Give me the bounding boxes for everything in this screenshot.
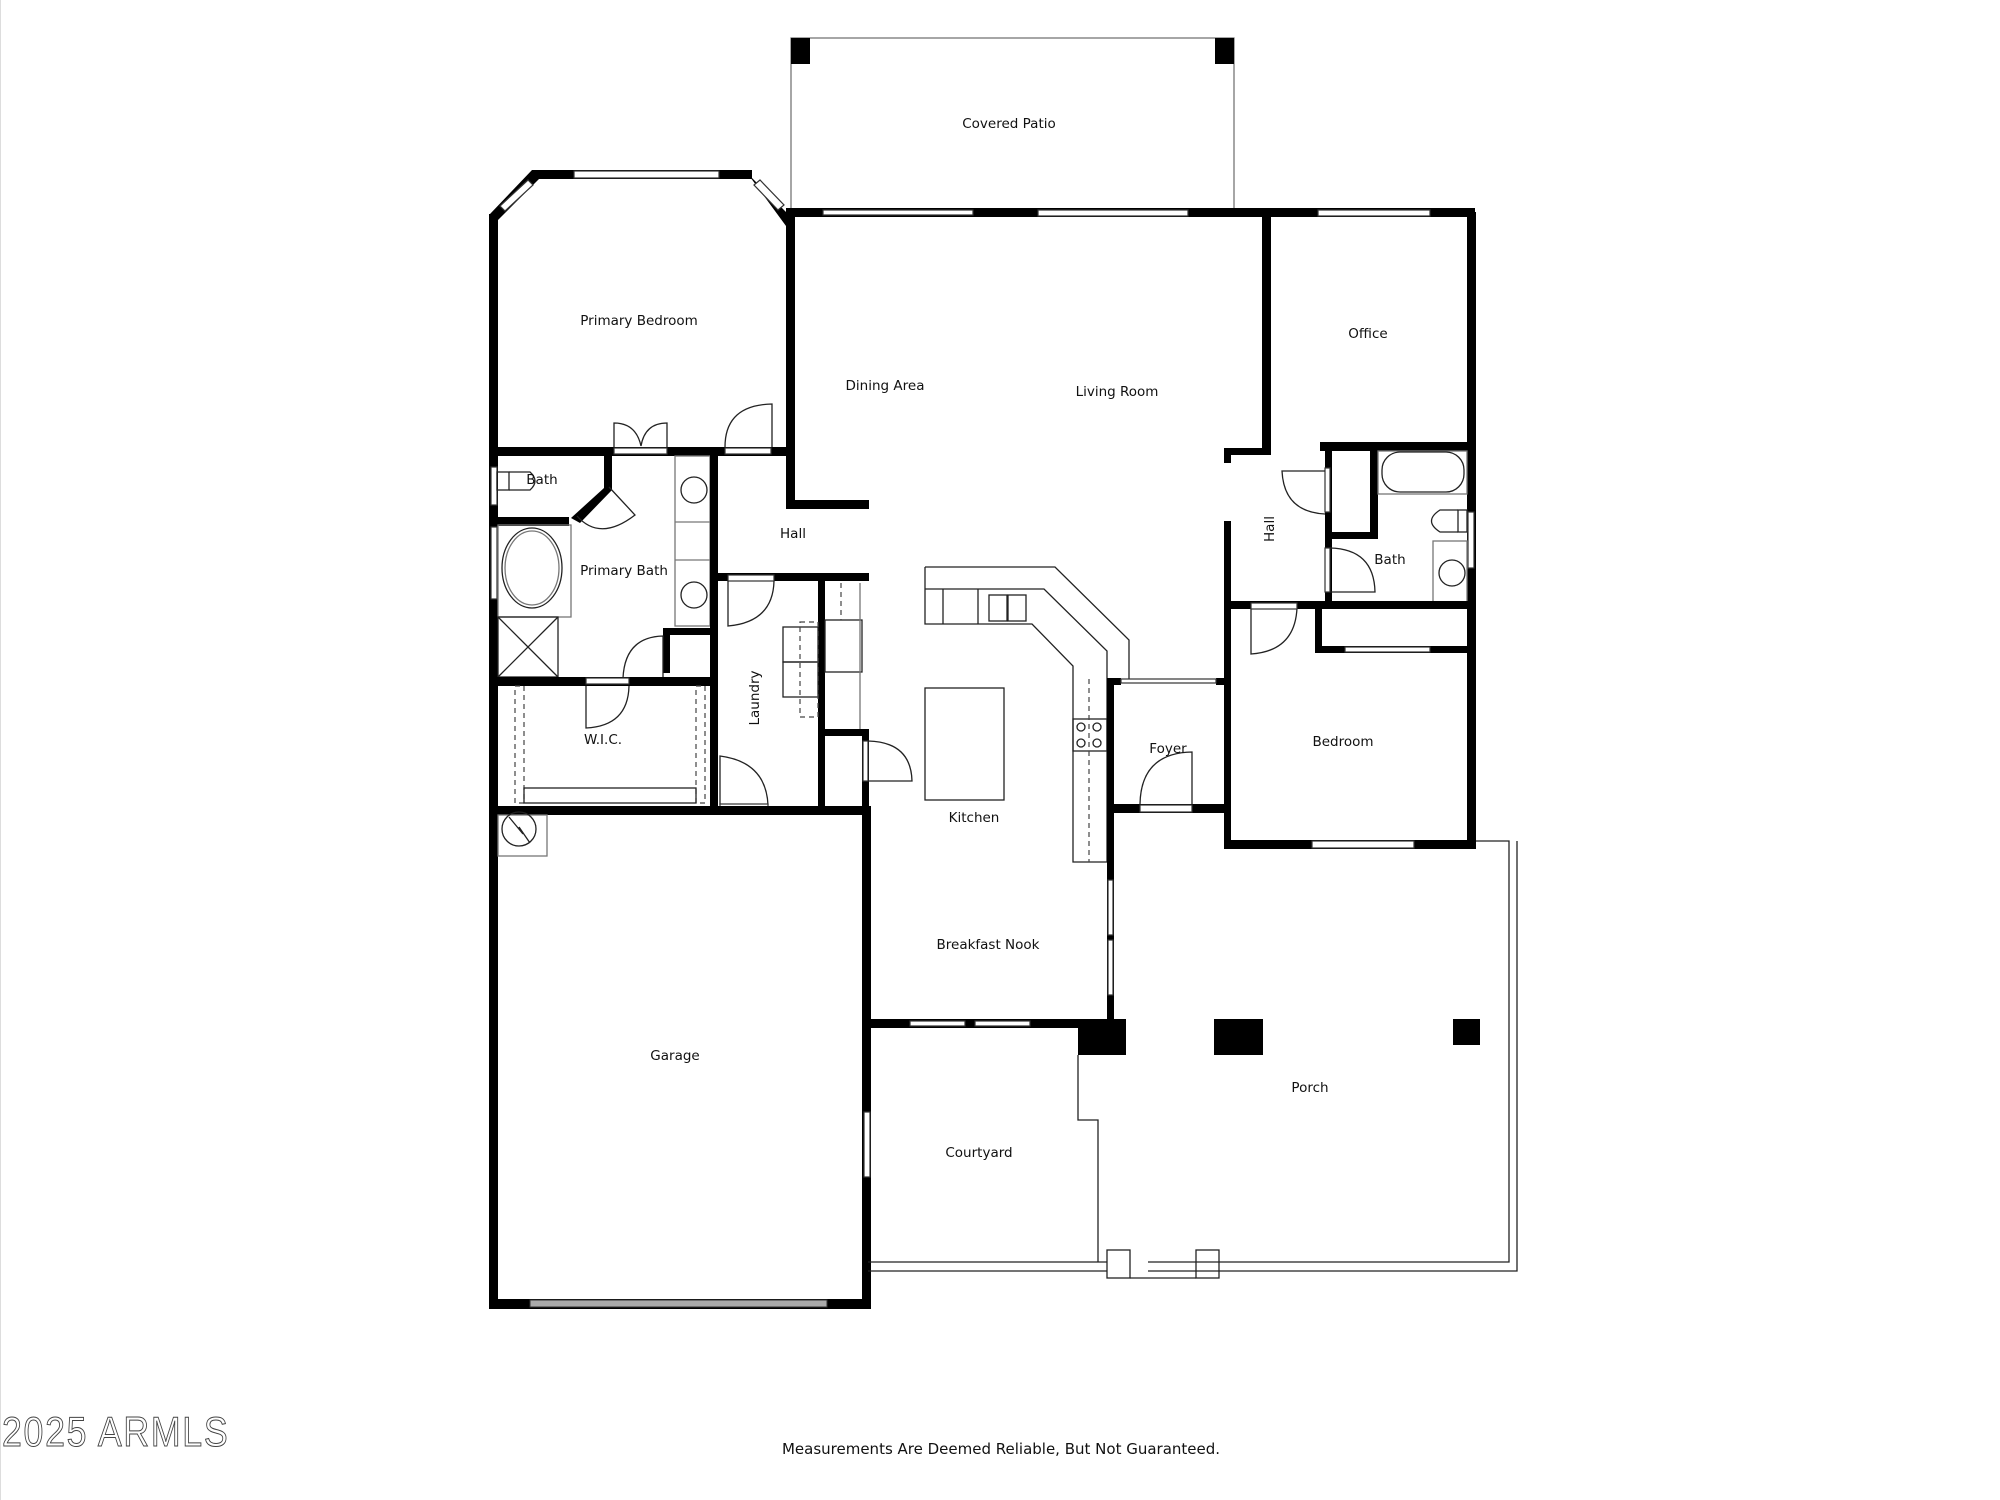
label-hall-left: Hall <box>780 526 806 542</box>
label-wic: W.I.C. <box>584 732 622 748</box>
right-hall-bath-walls <box>1224 442 1476 848</box>
porch-outline <box>868 840 1518 1279</box>
label-hall-right: Hall <box>1262 516 1278 542</box>
label-foyer: Foyer <box>1149 741 1187 757</box>
primary-bath-walls <box>489 450 718 810</box>
label-living-room: Living Room <box>1076 384 1159 400</box>
disclaimer-wrap: Measurements Are Deemed Reliable, But No… <box>0 1440 2000 1458</box>
label-office: Office <box>1348 326 1387 342</box>
primary-bedroom-walls <box>489 170 795 1309</box>
kitchen-fixtures <box>924 566 1130 863</box>
label-garage: Garage <box>650 1048 699 1064</box>
label-courtyard: Courtyard <box>945 1145 1012 1161</box>
hall-left-walls <box>710 500 869 627</box>
nook-courtyard <box>868 1019 1480 1262</box>
label-dining-area: Dining Area <box>846 378 925 394</box>
label-primary-bath: Primary Bath <box>580 563 668 579</box>
label-porch: Porch <box>1291 1080 1328 1096</box>
covered-patio <box>790 37 1235 211</box>
main-top-wall <box>786 208 1475 217</box>
foyer-walls <box>1107 678 1225 813</box>
label-bedroom: Bedroom <box>1312 734 1373 750</box>
label-covered-patio: Covered Patio <box>962 116 1056 132</box>
image-border <box>0 0 1 1500</box>
label-laundry: Laundry <box>747 670 763 725</box>
bedroom-walls <box>1224 601 1476 849</box>
label-breakfast-nook: Breakfast Nook <box>937 937 1040 953</box>
disclaimer-text: Measurements Are Deemed Reliable, But No… <box>781 1440 1221 1458</box>
garage-walls <box>489 806 871 1309</box>
label-primary-bedroom: Primary Bedroom <box>580 313 698 329</box>
label-bath-right: Bath <box>1374 552 1405 568</box>
label-kitchen: Kitchen <box>949 810 1000 826</box>
watermark: 2025 ARMLS <box>2 1408 230 1456</box>
label-bath-small: Bath <box>526 472 557 488</box>
